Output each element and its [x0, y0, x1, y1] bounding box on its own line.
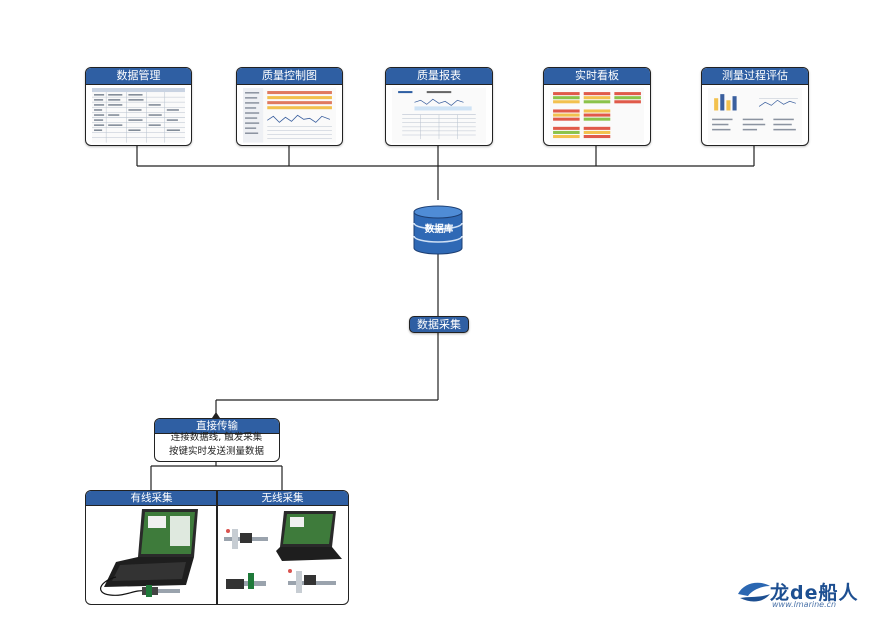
database-label: 数据库 [424, 224, 454, 235]
desc-line-1: 连接数据线, 触发采集 [170, 432, 263, 443]
brand-logo-text: 龙de船人 [770, 582, 859, 604]
brand-url: www.lmarine.cn [772, 600, 837, 609]
module-title: 实时看板 [544, 68, 650, 85]
desc-line-2: 按键实时发送测量数据 [168, 446, 264, 457]
wired-title: 有线采集 [130, 492, 173, 504]
wireless-title: 无线采集 [261, 492, 304, 504]
data-collection-tag: 数据采集 [409, 316, 469, 333]
wireless-devices-image [224, 511, 342, 593]
dashboard-thumbnail [550, 88, 644, 144]
module-title: 质量控制图 [237, 68, 342, 85]
msa-thumbnail [708, 88, 802, 144]
direct-transmission-title: 直接传输 [155, 419, 279, 434]
module-data-management: 数据管理 [85, 67, 192, 146]
direct-transmission-box: 直接传输 [154, 418, 280, 462]
module-msa: 测量过程评估 [701, 67, 809, 146]
module-title: 测量过程评估 [702, 68, 808, 85]
quality-report-thumbnail [392, 88, 486, 144]
collection-panel: 有线采集 无线采集 [85, 490, 349, 605]
control-chart-thumbnail [243, 88, 336, 143]
module-control-chart: 质量控制图 [236, 67, 343, 146]
module-realtime-dashboard: 实时看板 [543, 67, 651, 146]
data-table-thumbnail [92, 88, 185, 143]
module-title: 质量报表 [386, 68, 492, 85]
boat-logo-icon [738, 582, 770, 602]
module-title: 数据管理 [86, 68, 191, 85]
direct-transmission-desc: 连接数据线, 触发采集 按键实时发送测量数据 [155, 431, 278, 459]
wired-laptop-micrometer-image [100, 509, 198, 597]
module-quality-report: 质量报表 [385, 67, 493, 146]
